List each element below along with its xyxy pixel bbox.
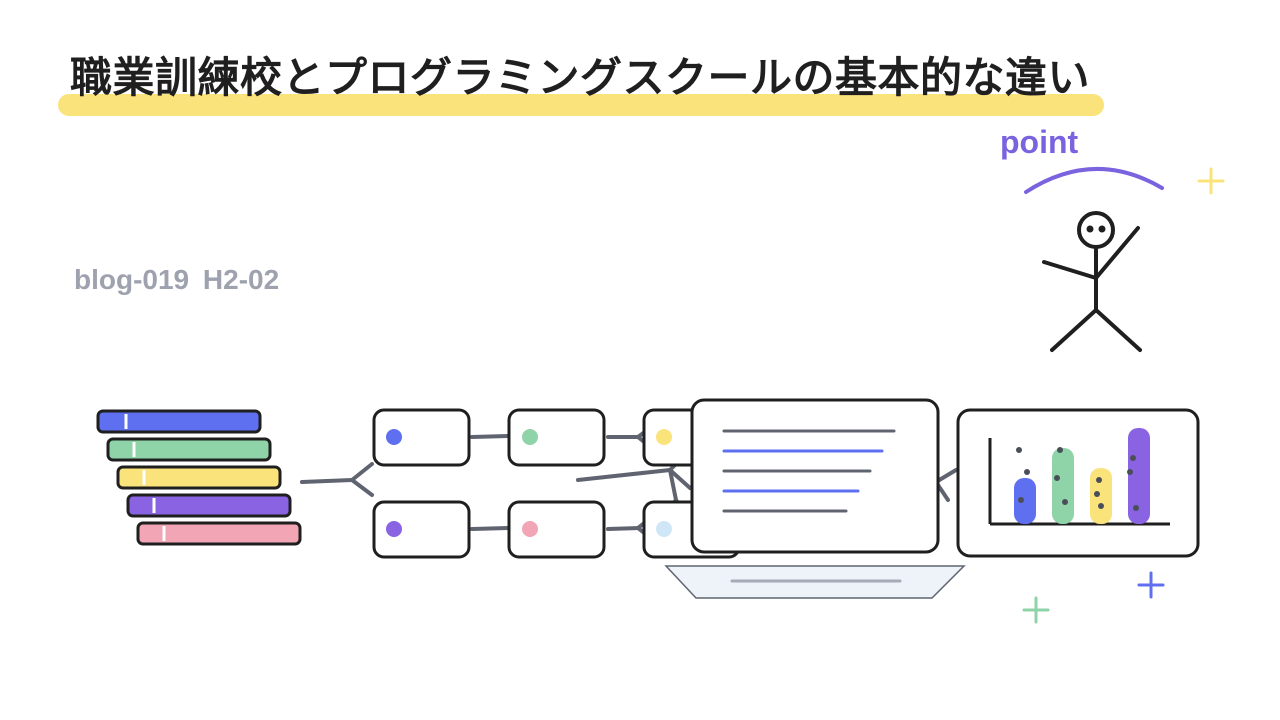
node-box xyxy=(507,408,606,467)
sparkle-plus-icon xyxy=(1022,596,1050,624)
chart-bar xyxy=(1014,478,1036,524)
point-label: point xyxy=(1000,124,1079,160)
node-dot-green xyxy=(522,429,538,445)
stacked-books-icon xyxy=(96,409,302,546)
laptop-icon xyxy=(664,398,966,599)
node-dot-blue xyxy=(386,429,402,445)
page-title: 職業訓練校とプログラミングスクールの基本的な違い xyxy=(70,53,1091,102)
point-arc xyxy=(1024,166,1164,194)
title-block: 職業訓練校とプログラミングスクールの基本的な違い xyxy=(60,48,1120,108)
sparkle-plus-icon xyxy=(1137,571,1165,599)
book-green xyxy=(106,437,272,462)
sparkle-plus-icon xyxy=(1197,167,1225,195)
node-dot-yellow xyxy=(656,429,672,445)
book-pink xyxy=(136,521,302,546)
book-purple xyxy=(126,493,292,518)
node-dot-pink xyxy=(522,521,538,537)
node-box xyxy=(372,408,471,467)
book-blue xyxy=(96,409,262,434)
title-highlight xyxy=(58,94,1104,116)
book-yellow xyxy=(116,465,282,490)
stick-figure-icon xyxy=(1042,211,1142,352)
chart-bar xyxy=(1052,448,1074,524)
node-dot-light-blue xyxy=(656,521,672,537)
bar-chart-icon xyxy=(956,408,1200,558)
node-box xyxy=(372,500,471,559)
laptop-screen xyxy=(690,398,940,554)
node-box xyxy=(507,500,606,559)
subtitle: blog-019 H2-02 xyxy=(74,264,280,295)
node-dot-purple xyxy=(386,521,402,537)
chart-bar xyxy=(1128,428,1150,524)
chart-bar xyxy=(1090,468,1112,524)
chart-panel xyxy=(956,408,1200,558)
